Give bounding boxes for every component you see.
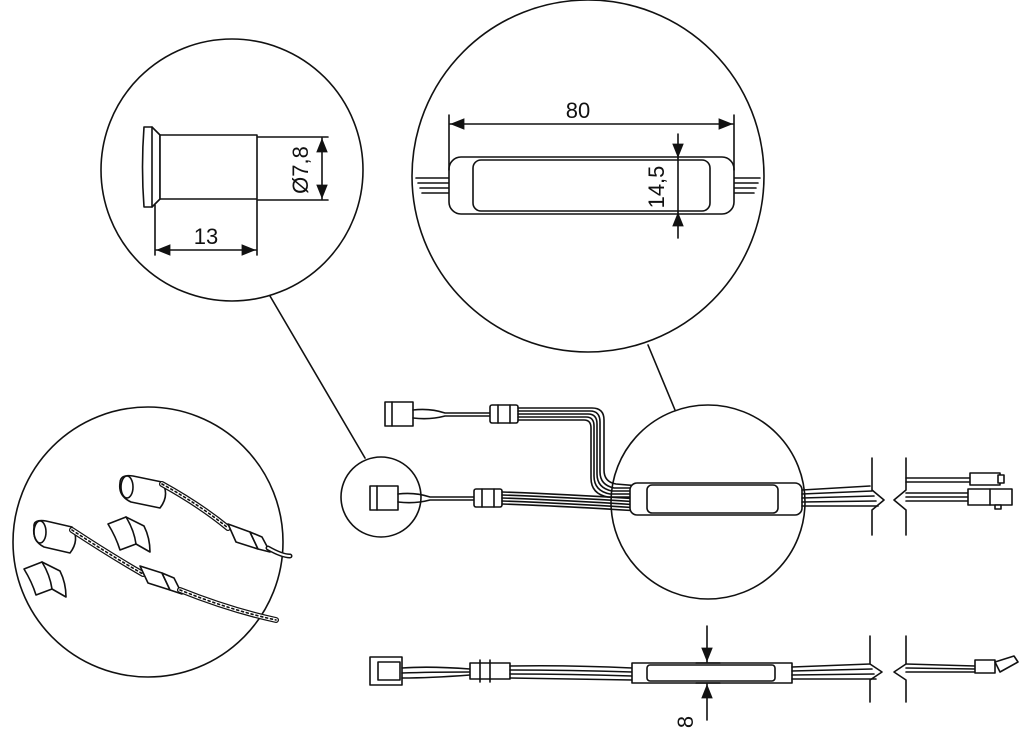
side-end-connector [974, 659, 996, 674]
lower-connector [369, 485, 399, 511]
lower-connector-cable [369, 485, 641, 512]
end-wires [905, 477, 971, 502]
break-line-right [893, 457, 907, 536]
upper-connector [384, 401, 414, 427]
module-length-label: 80 [566, 98, 590, 123]
end-connector-upper [969, 472, 1001, 486]
perspective-circle [12, 406, 284, 678]
upper-sleeve [489, 404, 519, 424]
output-wires [801, 485, 879, 507]
module-detail-callout: 80 14,5 [411, 0, 765, 411]
perspective-detail [12, 406, 293, 678]
main-module-core [646, 484, 779, 514]
module-thickness-label: 8 [673, 716, 698, 728]
sensor-detail-circle [100, 38, 364, 302]
module-leader-line [647, 344, 676, 411]
module-detail-circle [411, 0, 765, 353]
upper-connector-cable [384, 401, 641, 498]
main-assembly-top-view [340, 401, 1013, 600]
side-module-core [646, 664, 776, 682]
sensor-diameter-label: Ø7,8 [288, 146, 313, 194]
break-line-left [871, 457, 885, 536]
sensor-leader-line [269, 295, 366, 459]
mounting-clip-upper [107, 516, 151, 553]
side-break-line-left [869, 635, 883, 703]
upper-sensor-assembly [118, 474, 293, 559]
mounting-clip-lower [23, 561, 67, 598]
lower-sleeve [473, 488, 503, 508]
connector-detail-marker [340, 456, 422, 538]
side-break-line-right [893, 635, 907, 703]
sensor-detail-callout: 13 Ø7,8 [100, 38, 366, 459]
sensor-body [141, 126, 258, 208]
main-assembly-side-view: 8 [369, 625, 1019, 728]
sensor-length-label: 13 [194, 224, 218, 249]
module-height-label: 14,5 [644, 166, 669, 209]
module-core [472, 159, 711, 212]
lower-sensor-assembly [32, 519, 279, 623]
